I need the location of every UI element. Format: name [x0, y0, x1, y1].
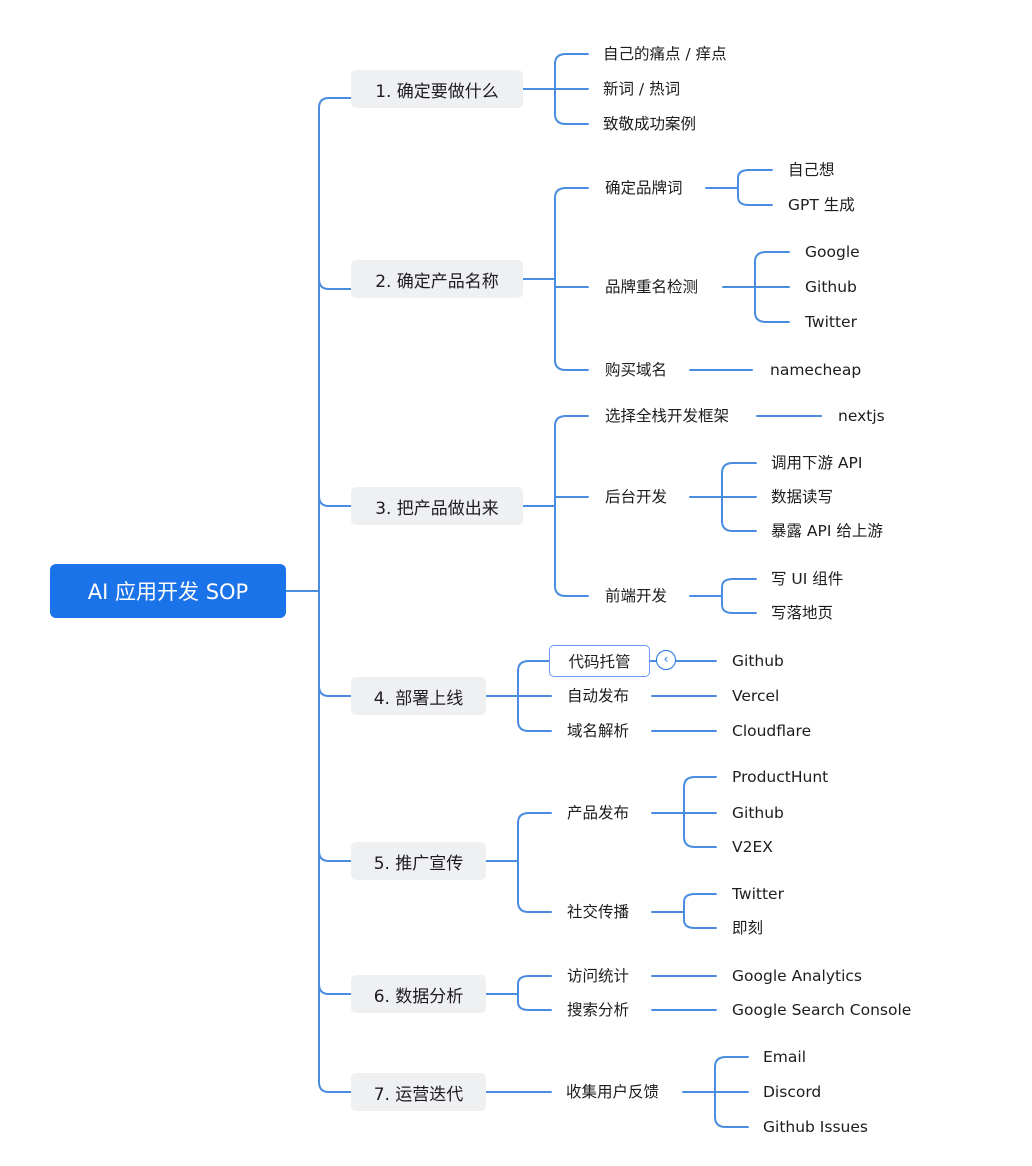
sub-node[interactable]: 域名解析: [567, 722, 630, 740]
leaf-node[interactable]: GPT 生成: [788, 196, 855, 214]
edge-trunk-step4: [318, 685, 352, 697]
edge-trunk-step5: [318, 850, 352, 862]
sub-node[interactable]: 选择全栈开发框架: [605, 407, 730, 425]
sub-node[interactable]: 后台开发: [605, 488, 668, 506]
step-node-4[interactable]: 4. 部署上线: [351, 677, 486, 715]
leaf-node[interactable]: 数据读写: [771, 488, 834, 506]
sub-node-selected[interactable]: 代码托管: [549, 645, 650, 677]
sub-node[interactable]: 购买域名: [605, 361, 668, 379]
leaf-node[interactable]: ProductHunt: [732, 768, 829, 786]
leaf-node[interactable]: Email: [763, 1048, 807, 1066]
leaf-node[interactable]: namecheap: [770, 361, 862, 379]
root-node[interactable]: AI 应用开发 SOP: [50, 564, 286, 618]
leaf-node[interactable]: Discord: [763, 1083, 822, 1101]
step-node-6[interactable]: 6. 数据分析: [351, 975, 486, 1013]
sub-node[interactable]: 收集用户反馈: [566, 1083, 660, 1101]
step-node-7[interactable]: 7. 运营迭代: [351, 1073, 486, 1111]
leaf-node[interactable]: 写 UI 组件: [771, 570, 844, 588]
leaf-node[interactable]: 新词 / 热词: [603, 80, 681, 98]
leaf-node[interactable]: Cloudflare: [732, 722, 812, 740]
leaf-node[interactable]: Google: [805, 243, 860, 261]
leaf-node[interactable]: 自己的痛点 / 痒点: [603, 45, 727, 63]
leaf-node[interactable]: V2EX: [732, 838, 773, 856]
leaf-node[interactable]: Github: [805, 278, 857, 296]
leaf-node[interactable]: Github Issues: [763, 1118, 868, 1136]
leaf-node[interactable]: 调用下游 API: [771, 454, 863, 472]
leaf-node[interactable]: Twitter: [805, 313, 857, 331]
leaf-node[interactable]: Google Analytics: [732, 967, 862, 985]
step-node-1[interactable]: 1. 确定要做什么: [351, 70, 523, 108]
leaf-node[interactable]: Vercel: [732, 687, 780, 705]
step-node-5[interactable]: 5. 推广宣传: [351, 842, 486, 880]
trunk-vertical: [318, 97, 330, 1093]
leaf-node[interactable]: Github: [732, 652, 784, 670]
leaf-node[interactable]: Google Search Console: [732, 1001, 912, 1019]
leaf-node[interactable]: 致敬成功案例: [603, 115, 697, 133]
sub-node[interactable]: 品牌重名检测: [605, 278, 699, 296]
leaf-node[interactable]: Github: [732, 804, 784, 822]
sub-node[interactable]: 前端开发: [605, 587, 668, 605]
leaf-node[interactable]: 暴露 API 给上游: [771, 522, 883, 540]
sub-node[interactable]: 自动发布: [567, 687, 630, 705]
leaf-node[interactable]: 即刻: [732, 919, 764, 937]
step-node-3[interactable]: 3. 把产品做出来: [351, 487, 523, 525]
sub-node[interactable]: 确定品牌词: [605, 179, 683, 197]
chevron-left-icon[interactable]: ‹: [656, 650, 676, 670]
leaf-node[interactable]: nextjs: [838, 407, 885, 425]
step-node-2[interactable]: 2. 确定产品名称: [351, 260, 523, 298]
sub-node[interactable]: 访问统计: [567, 967, 630, 985]
edge-trunk-step2: [318, 278, 352, 290]
sub-node[interactable]: 搜索分析: [567, 1001, 630, 1019]
edge-trunk-step6: [318, 983, 352, 995]
sub-node[interactable]: 社交传播: [567, 903, 630, 921]
leaf-node[interactable]: 自己想: [788, 161, 835, 179]
leaf-node[interactable]: 写落地页: [771, 604, 834, 622]
leaf-node[interactable]: Twitter: [732, 885, 784, 903]
edge-trunk-step3: [318, 495, 352, 507]
sub-node[interactable]: 产品发布: [567, 804, 630, 822]
